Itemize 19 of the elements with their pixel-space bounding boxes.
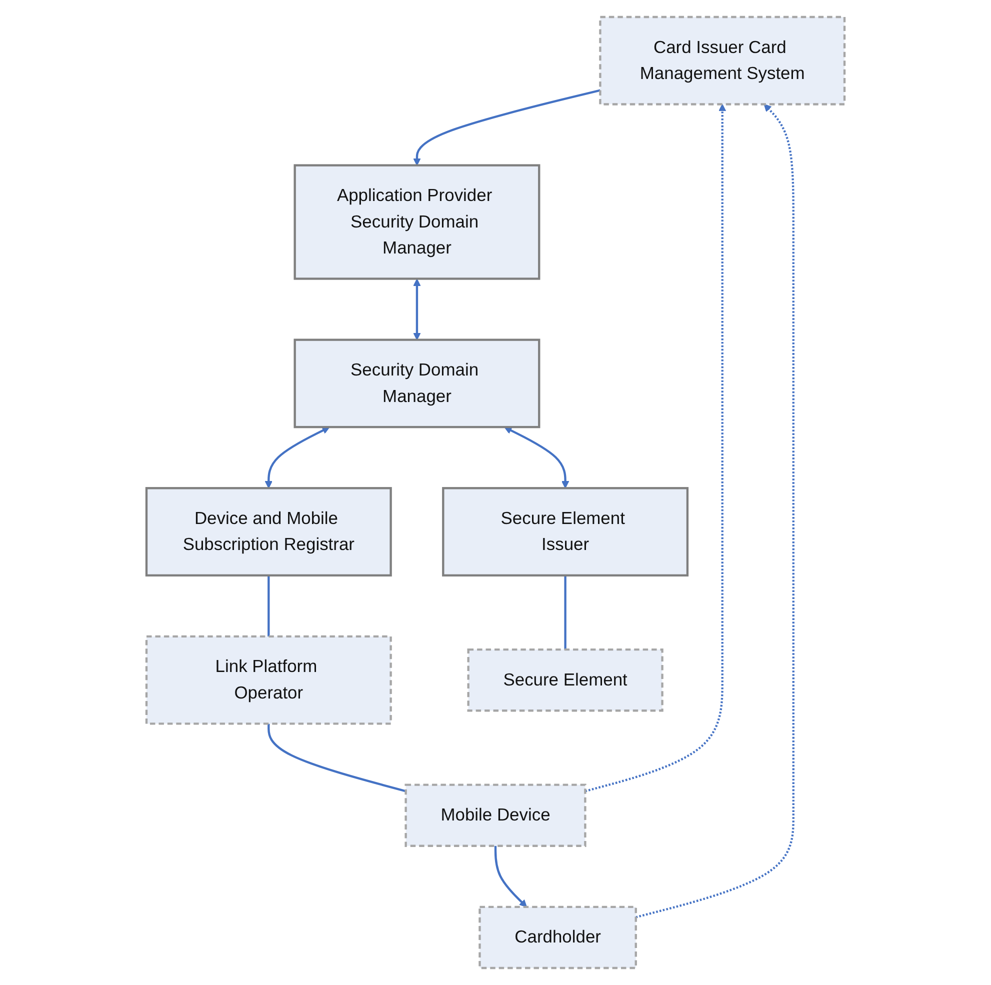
arrow — [494, 846, 527, 908]
arrow — [413, 278, 421, 340]
node-box: Security Domain Manager — [294, 338, 540, 428]
node-box: Card Issuer Card Management System — [599, 16, 846, 106]
node-box: Secure Element — [467, 648, 664, 712]
node-box: Application Provider Security Domain Manager — [294, 164, 540, 280]
connector — [564, 575, 566, 650]
node-box: Link Platform Operator — [145, 635, 392, 725]
arrow — [413, 89, 600, 166]
connector — [268, 724, 406, 792]
node-box: Cardholder — [478, 906, 637, 970]
arrow — [504, 426, 570, 488]
node-box: Device and Mobile Subscription Registrar — [145, 487, 392, 576]
arrow — [264, 426, 330, 488]
arrow — [584, 104, 726, 792]
node-box: Mobile Device — [404, 784, 586, 847]
node-box: Secure Element Issuer — [442, 487, 689, 576]
arrow — [636, 104, 794, 918]
connector — [268, 575, 270, 636]
